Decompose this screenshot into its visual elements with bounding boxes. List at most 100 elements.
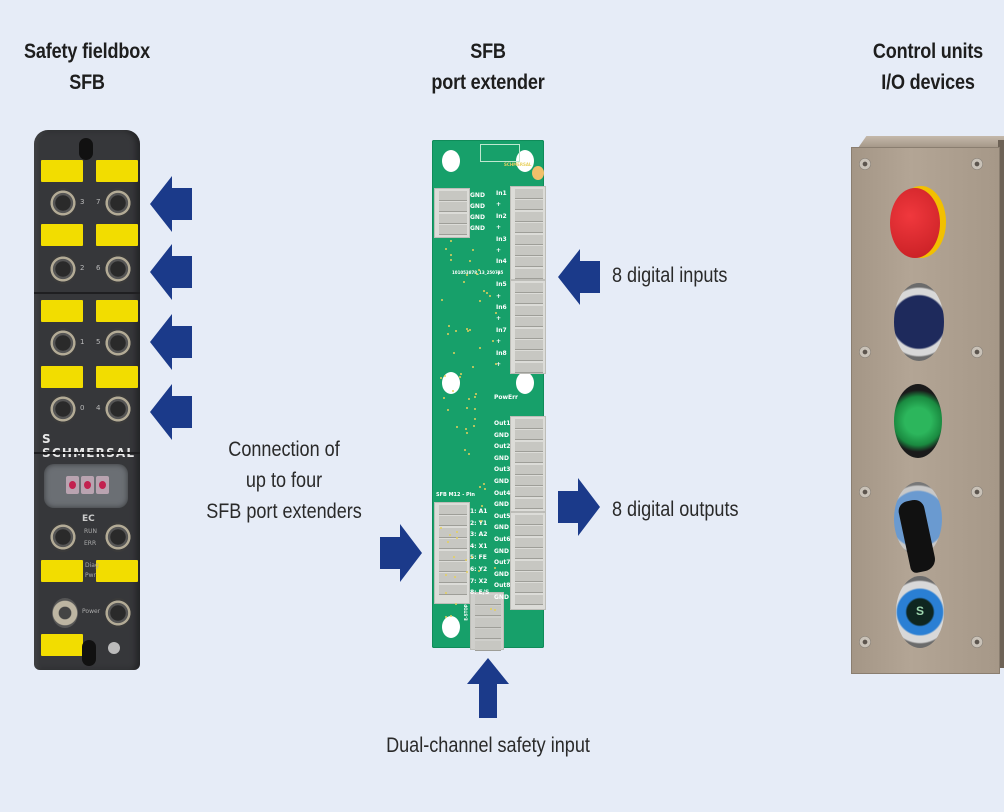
output-pin-label: GND xyxy=(494,454,509,462)
output-pin-label: GND xyxy=(494,547,509,555)
pcb-via xyxy=(455,329,458,332)
screw xyxy=(971,636,983,648)
terminal-slot xyxy=(439,527,467,538)
arrow-left-2 xyxy=(150,244,192,300)
output-pin-label: Out6 xyxy=(494,536,511,543)
pcb-via xyxy=(465,432,468,435)
yellow-label xyxy=(96,300,138,322)
m12-pin-label: 6: Y2 xyxy=(470,566,488,573)
mounting-hole xyxy=(516,150,534,172)
port-number: 2 xyxy=(80,264,85,272)
terminal-slot xyxy=(515,572,543,582)
port-number: 4 xyxy=(96,404,101,412)
yellow-label xyxy=(41,366,83,388)
input-pin-label: + xyxy=(496,361,502,368)
pcb-via xyxy=(473,407,476,410)
terminal-slot xyxy=(515,234,543,245)
terminal-slot xyxy=(439,584,467,595)
input-pin-label: + xyxy=(496,269,502,277)
pcb-via xyxy=(491,340,494,343)
m12-terminal-block xyxy=(434,502,470,604)
output-pin-label: GND xyxy=(494,570,509,578)
pcb-via xyxy=(443,375,446,378)
yellow-label xyxy=(41,560,83,582)
pcb-via xyxy=(471,365,474,368)
arrow-up-safety-input xyxy=(467,658,509,718)
pcb-via xyxy=(458,375,461,378)
output-pin-label: Out2 xyxy=(494,443,511,451)
dip-switch xyxy=(81,476,94,494)
pcb-via xyxy=(484,488,487,491)
input-pin-label: In1 xyxy=(496,190,507,197)
m12-pin-label: 3: A2 xyxy=(470,531,488,539)
control-box: S xyxy=(851,147,1000,674)
pcb-via xyxy=(474,418,477,421)
yellow-label xyxy=(41,634,83,656)
module-separator xyxy=(34,452,140,454)
connection-label-line3: SFB port extenders xyxy=(206,500,362,523)
status-label-pwr: Pwr xyxy=(85,572,96,579)
input-pin-label: + xyxy=(496,201,502,209)
mounting-hole xyxy=(516,372,534,394)
output-pin-label: GND xyxy=(494,431,509,439)
led-label-err: Err xyxy=(508,394,519,401)
power-in-connector xyxy=(52,598,78,628)
pcb-via xyxy=(440,376,443,379)
yellow-label xyxy=(41,300,83,322)
pcb-via xyxy=(453,575,456,578)
pcb-via xyxy=(456,425,459,428)
pcb-via xyxy=(485,291,488,294)
blue-pushbutton[interactable] xyxy=(894,283,944,361)
terminal-slot xyxy=(439,225,467,236)
screw xyxy=(859,486,871,498)
yellow-label xyxy=(41,224,83,246)
pcb-via xyxy=(442,396,445,399)
connection-label-line2: up to four xyxy=(245,469,323,492)
output-pin-label: Out7 xyxy=(494,559,511,567)
m12-port-6 xyxy=(105,254,131,284)
terminal-slot xyxy=(439,516,467,527)
heading-control-units-line2: I/O devices xyxy=(881,71,975,94)
pcb-via xyxy=(466,274,469,277)
gnd-label: GND xyxy=(470,192,485,199)
pcb-via xyxy=(493,566,496,569)
pcb-via xyxy=(468,259,471,262)
arrow-left-4 xyxy=(150,384,192,440)
pcb-via xyxy=(474,392,477,395)
terminal-slot xyxy=(439,550,467,561)
terminal-slot xyxy=(515,476,543,486)
pcb-via xyxy=(447,541,450,544)
pcb-via xyxy=(449,240,452,243)
led-label-pow: Pow xyxy=(494,394,509,401)
m12-pin-label: 5: FE xyxy=(470,554,487,562)
port-number: 5 xyxy=(96,338,101,346)
status-label-diag: Diag xyxy=(85,562,99,569)
pcb-via xyxy=(455,531,458,534)
terminal-slot xyxy=(515,430,543,441)
orange-led xyxy=(532,166,544,180)
port-number: 0 xyxy=(80,404,85,412)
logo-outline xyxy=(480,144,520,162)
m12-port-7 xyxy=(105,188,131,218)
m12-header: SFB M12 - Pin xyxy=(436,492,475,498)
pcb-via xyxy=(468,453,471,456)
ec-in-port xyxy=(50,522,76,552)
pcb-via xyxy=(465,328,468,331)
output-pin-label: Out3 xyxy=(494,466,511,474)
heading-port-extender-line2: port extender xyxy=(431,71,545,94)
gnd-label: GND xyxy=(470,203,485,210)
terminal-slot xyxy=(515,246,543,256)
input-pin-label: + xyxy=(496,292,502,300)
terminal-slot xyxy=(475,640,501,651)
heading-control-units: Control units I/O devices xyxy=(857,36,998,98)
illuminated-s-button[interactable] xyxy=(896,576,944,648)
terminal-slot xyxy=(475,595,501,605)
heading-fieldbox-line2: SFB xyxy=(69,71,105,94)
pcb-via xyxy=(453,352,456,355)
ec-out-port xyxy=(105,522,131,552)
dip-switch xyxy=(96,476,109,494)
pcb-via xyxy=(478,300,481,303)
input-pin-label: In5 xyxy=(496,281,507,289)
terminal-slot xyxy=(515,223,543,234)
terminal-slot xyxy=(515,515,543,525)
